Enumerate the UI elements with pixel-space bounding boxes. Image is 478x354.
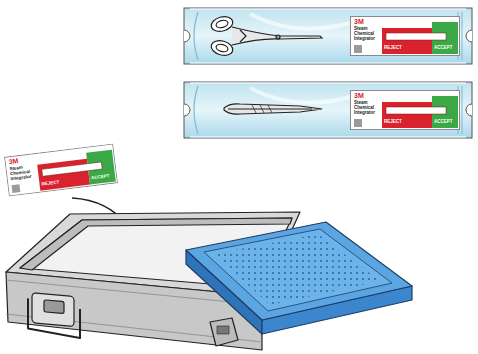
- pouch: [184, 82, 472, 138]
- integrator-strip: 3M Steam Chemical IntegratorREJECT ACCEPT: [350, 90, 460, 130]
- hemostat: [210, 14, 322, 57]
- brand-mark: 3M: [8, 157, 19, 165]
- brand-mark: 3M: [354, 92, 364, 99]
- integrator-strip: 3MSteam Chemical IntegratorREJECTACCEPT: [4, 143, 118, 196]
- accept-zone: ACCEPT: [434, 120, 453, 125]
- accept-zone: ACCEPT: [434, 46, 453, 51]
- container-lid: [186, 222, 412, 346]
- reject-zone: REJECT: [384, 120, 402, 125]
- reject-zone: REJECT: [384, 46, 402, 51]
- product-name: Steam Chemical Integrator: [354, 27, 381, 42]
- product-name: Steam Chemical Integrator: [354, 101, 381, 116]
- integrator-strip: 3M Steam Chemical IntegratorREJECT ACCEPT: [350, 16, 460, 56]
- pouch: [184, 8, 472, 64]
- brand-mark: 3M: [354, 18, 364, 25]
- forceps: [224, 104, 322, 114]
